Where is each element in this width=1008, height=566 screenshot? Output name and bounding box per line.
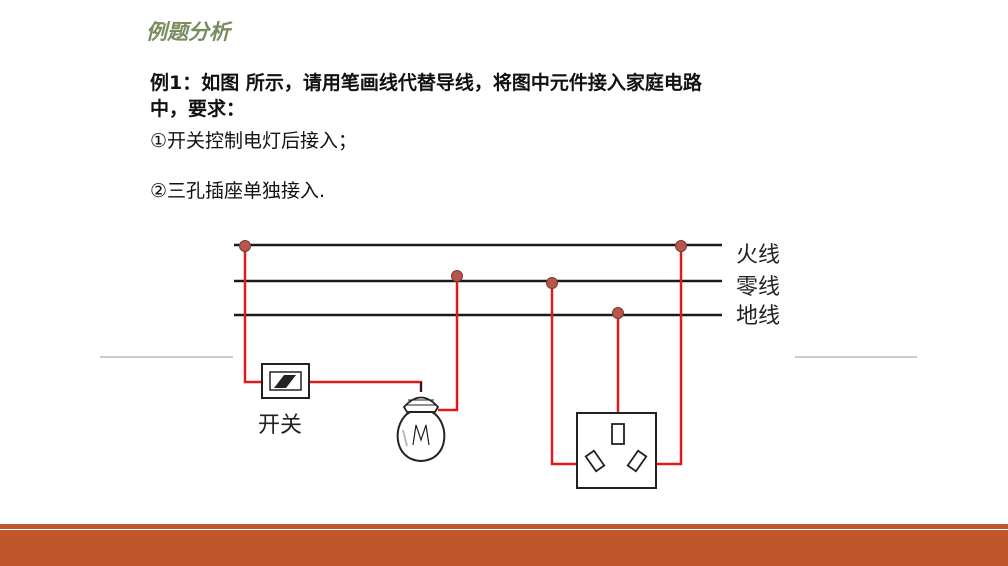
switch-to-lamp-wire [309,380,423,392]
question-line-2: 中，要求： [150,98,246,120]
switch-label: 开关 [258,413,302,438]
light-bulb-icon [396,382,446,463]
junction-dot [675,240,687,252]
socket-neutral-wire [550,284,577,466]
junction-dot [239,240,251,252]
socket-live-wire [656,247,683,466]
junction-dot [451,270,463,282]
junction-dot [612,307,624,319]
requirement-1: ①开关控制电灯后接入； [150,130,358,152]
three-hole-socket-icon [576,412,657,489]
switch-icon [261,363,310,399]
neutral-wire-label: 零线 [736,275,780,300]
question-line-1: 例1：如图 所示，请用笔画线代替导线，将图中元件接入家庭电路 [150,72,702,94]
section-title: 例题分析 [146,20,230,44]
footer-accent-line [0,524,1008,529]
lamp-to-neutral-wire [438,276,459,412]
junction-dot [546,277,558,289]
requirement-2: ②三孔插座单独接入. [150,180,326,202]
footer-bar [0,530,1008,566]
question-text: 例1：如图 所示，请用笔画线代替导线，将图中元件接入家庭电路 中，要求： [150,70,870,122]
live-wire-label: 火线 [736,243,780,268]
live-to-switch-wire [243,247,262,384]
ground-wire-label: 地线 [736,304,780,329]
